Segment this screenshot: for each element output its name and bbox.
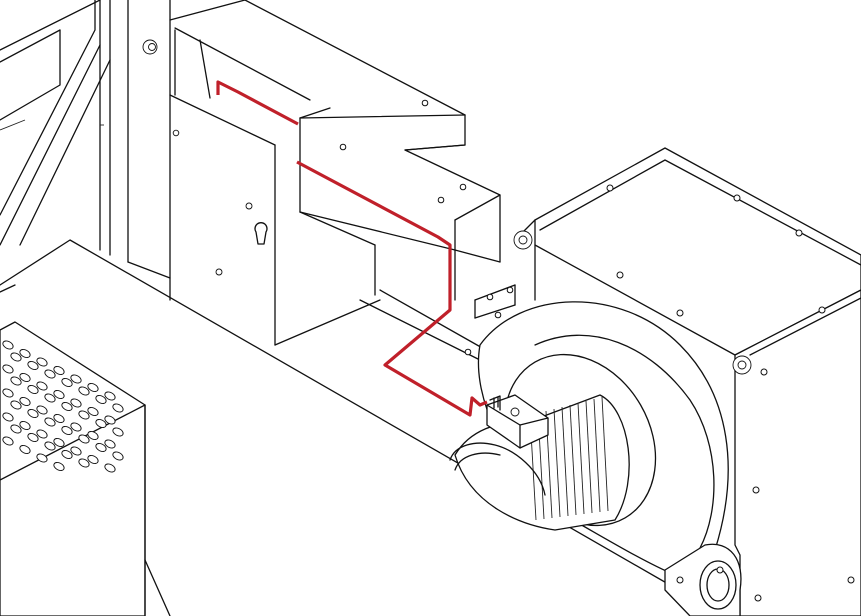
vent-hole [87, 407, 99, 416]
vent-perforations [2, 340, 124, 473]
vent-hole [36, 405, 48, 415]
vent-hole [19, 421, 31, 430]
vent-hole [104, 415, 116, 425]
vent-hole [112, 403, 124, 413]
vent-hole [112, 427, 124, 437]
vent-hole [19, 349, 31, 358]
vent-hole [44, 369, 56, 379]
wire-harness [216, 80, 488, 417]
vent-hole [61, 402, 73, 411]
perforated-enclosure [0, 321, 146, 616]
vent-hole [36, 357, 48, 367]
vent-hole [104, 439, 116, 449]
duct-box [0, 0, 516, 361]
connector [486, 394, 549, 449]
vent-hole [10, 352, 22, 362]
vent-hole [70, 374, 82, 384]
vent-hole [53, 462, 65, 471]
vent-hole [78, 386, 90, 396]
vent-hole [87, 431, 99, 440]
vent-hole [78, 458, 90, 468]
motor-fin [577, 402, 585, 515]
vent-hole [44, 417, 56, 427]
motor-fin [569, 404, 577, 516]
vent-hole [10, 376, 22, 386]
vent-hole [44, 441, 56, 451]
vent-hole [19, 397, 31, 406]
vent-hole [95, 443, 107, 452]
wire-upper [216, 80, 299, 126]
vent-hole [53, 438, 65, 447]
vent-hole [87, 455, 99, 464]
vent-hole [36, 381, 48, 391]
vent-hole [27, 409, 39, 418]
vent-hole [104, 391, 116, 401]
motor-fin [593, 398, 601, 513]
motor-fin [553, 408, 561, 518]
vent-hole [2, 436, 14, 446]
vent-hole [78, 410, 90, 420]
vent-hole [61, 426, 73, 435]
vent-hole [78, 434, 90, 444]
vent-hole [53, 390, 65, 399]
vent-hole [2, 340, 14, 350]
vent-hole [2, 412, 14, 422]
vent-hole [27, 433, 39, 442]
vent-hole [104, 463, 116, 473]
vent-hole [53, 366, 65, 375]
vent-hole [70, 422, 82, 432]
vent-hole [70, 398, 82, 408]
blower-motor-housing [513, 147, 861, 616]
vent-hole [10, 400, 22, 410]
vent-hole [87, 383, 99, 392]
vent-hole [19, 445, 31, 454]
vent-hole [95, 419, 107, 428]
vent-hole [36, 429, 48, 439]
motor-fin [561, 406, 569, 517]
vent-hole [36, 453, 48, 463]
motor-fin [585, 400, 593, 514]
vent-hole [10, 424, 22, 434]
vent-hole [19, 373, 31, 382]
vent-hole [112, 451, 124, 461]
vent-hole [61, 450, 73, 459]
vent-hole [44, 393, 56, 403]
frame [0, 0, 171, 301]
vent-hole [2, 364, 14, 374]
vent-hole [95, 395, 107, 404]
wire-lower [296, 160, 488, 417]
vent-hole [27, 385, 39, 394]
vent-hole [2, 388, 14, 398]
motor-fin [601, 396, 609, 512]
vent-hole [70, 446, 82, 456]
vent-hole [27, 361, 39, 370]
vent-hole [53, 414, 65, 423]
vent-hole [61, 378, 73, 387]
